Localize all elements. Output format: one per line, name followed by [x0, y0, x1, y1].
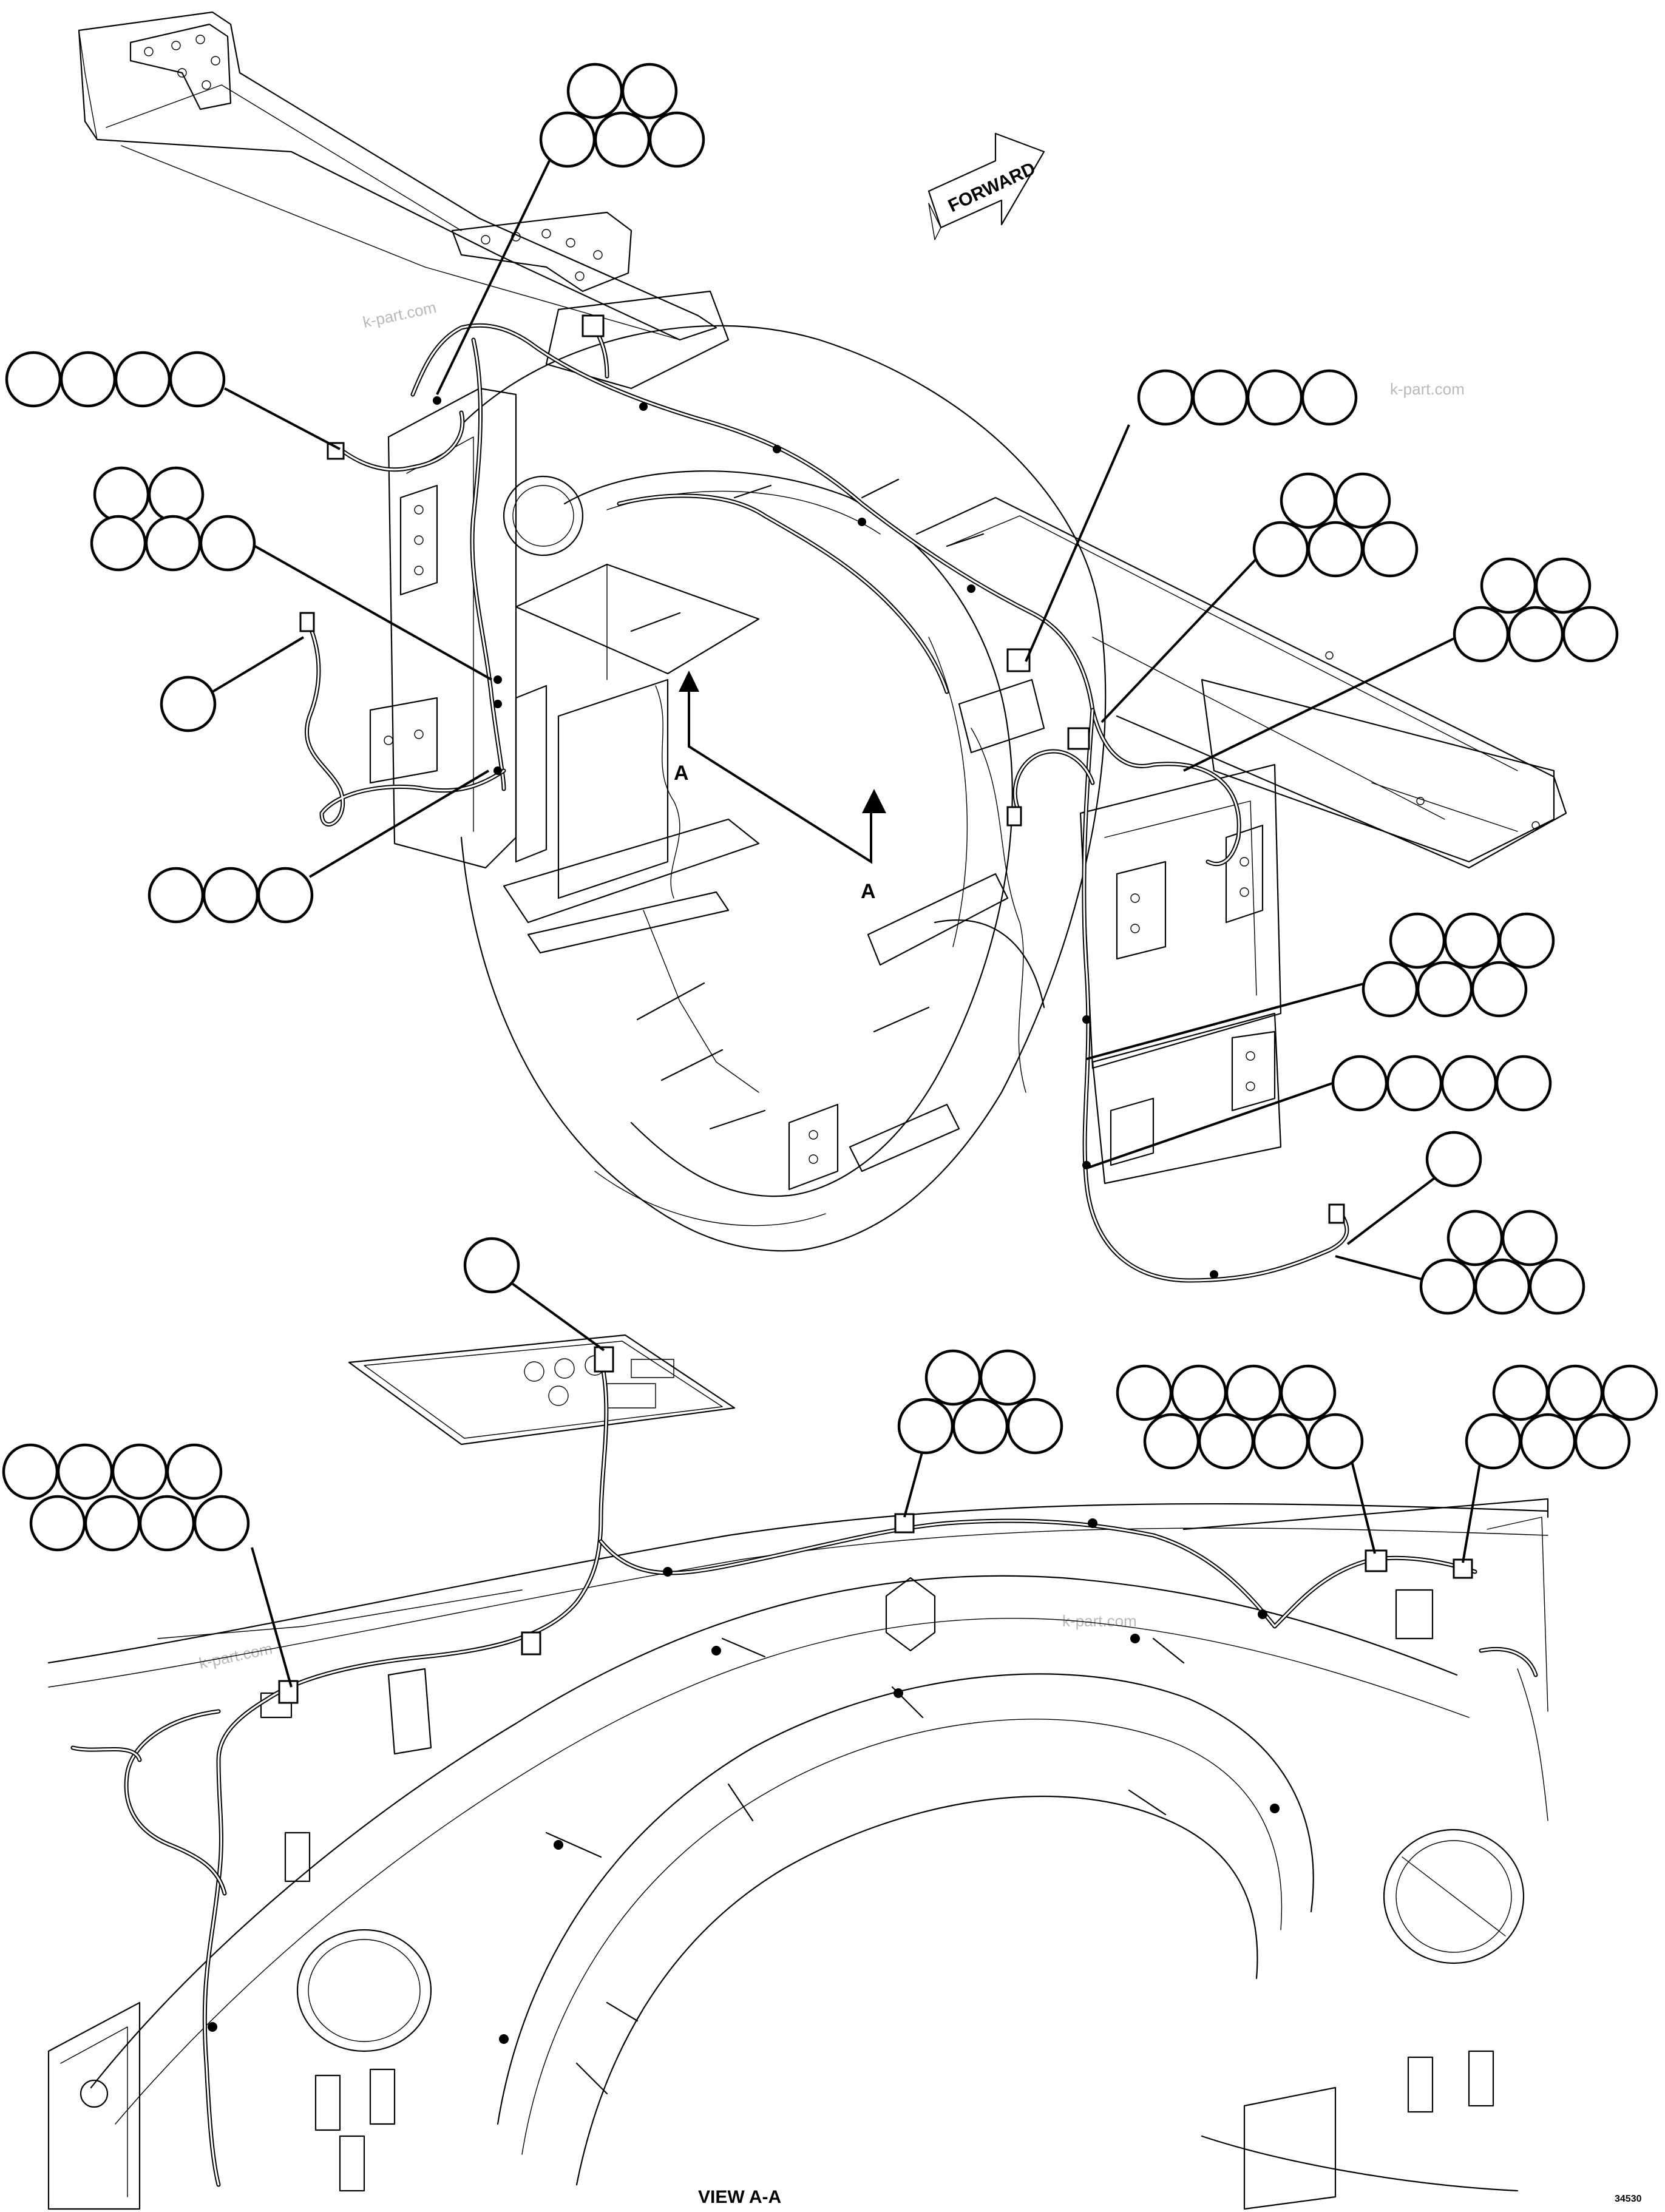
callout-balloon [5, 351, 62, 408]
callout-balloon [1507, 606, 1564, 663]
callout-balloon [160, 675, 217, 732]
drawing-number: 34530 [1615, 2194, 1642, 2204]
callout-balloon [952, 1398, 1009, 1455]
section-letter-a-right: A [861, 880, 876, 903]
callout-balloon [1307, 1413, 1364, 1470]
callout-balloon [1225, 1364, 1282, 1421]
callout-balloon [1471, 961, 1528, 1018]
callout-balloon [1198, 1413, 1255, 1470]
callout-balloon [1601, 1364, 1658, 1421]
callout-balloon [1246, 369, 1303, 426]
callout-balloon [1386, 1055, 1443, 1112]
callout-balloon [56, 1443, 114, 1500]
callout-balloon [144, 515, 202, 572]
callout-balloon [114, 351, 171, 408]
callout-balloon [1006, 1398, 1063, 1455]
callout-balloon [1574, 1413, 1631, 1470]
callout-balloon [1116, 1364, 1173, 1421]
watermark: k-part.com [1390, 380, 1465, 398]
section-letter-a-left: A [674, 762, 689, 785]
callout-balloon [1331, 1055, 1388, 1112]
callout-balloon [1492, 1364, 1549, 1421]
callout-balloon [148, 867, 205, 924]
callout-balloon [29, 1495, 86, 1552]
callout-balloon [1252, 1413, 1309, 1470]
callout-balloon [1547, 1364, 1604, 1421]
callout-balloon [1534, 557, 1592, 614]
callout-balloon [59, 351, 117, 408]
callout-balloon [1252, 521, 1309, 578]
callout-balloon [1453, 606, 1510, 663]
callout-balloon [1137, 369, 1194, 426]
callout-balloon [193, 1495, 250, 1552]
callout-balloon [539, 111, 596, 168]
callout-balloon [463, 1237, 520, 1294]
callout-balloon [1416, 961, 1473, 1018]
callout-balloon [621, 63, 678, 120]
callout-balloon [90, 515, 147, 572]
callout-balloon [1362, 521, 1419, 578]
callout-balloon [1301, 369, 1358, 426]
callout-balloon [979, 1349, 1036, 1406]
callout-balloon [166, 1443, 223, 1500]
callout-balloon [1443, 912, 1501, 969]
callout-balloon [594, 111, 651, 168]
callout-balloon [138, 1495, 195, 1552]
callout-balloon [1280, 472, 1337, 529]
callout-balloon [1446, 1209, 1504, 1267]
callout-balloons-upper [5, 63, 1619, 1315]
callout-balloon [1307, 521, 1364, 578]
callout-balloons-lower [2, 1237, 1658, 1688]
callout-balloon [1474, 1258, 1531, 1315]
callout-balloon [257, 867, 314, 924]
callout-balloon [566, 63, 623, 120]
callout-balloon [1389, 912, 1446, 969]
callout-balloon [202, 867, 259, 924]
callout-balloon [111, 1443, 168, 1500]
callout-balloon [1362, 961, 1419, 1018]
callout-balloon [1495, 1055, 1552, 1112]
callout-balloon [1519, 1413, 1576, 1470]
lower-harness-routing [70, 1346, 1538, 2187]
callout-balloon [1480, 557, 1537, 614]
upper-harness-routing [299, 314, 1349, 1283]
callout-balloon [1440, 1055, 1497, 1112]
callout-balloon [1498, 912, 1555, 969]
callout-balloon [1465, 1413, 1522, 1470]
callout-balloon [1192, 369, 1249, 426]
callout-balloon [1170, 1364, 1227, 1421]
callout-balloon [1425, 1131, 1482, 1188]
view-label: VIEW A-A [698, 2187, 781, 2207]
callout-balloon [1143, 1413, 1200, 1470]
callout-balloon [84, 1495, 141, 1552]
callout-balloon [169, 351, 226, 408]
callout-balloon [2, 1443, 59, 1500]
callout-balloon [199, 515, 256, 572]
callout-balloon [93, 466, 150, 523]
forward-label: FORWARD [945, 158, 1039, 216]
callout-balloon [1334, 472, 1391, 529]
callout-balloon [648, 111, 705, 168]
callout-balloon [1280, 1364, 1337, 1421]
callout-balloon [1528, 1258, 1585, 1315]
callout-balloon [924, 1349, 982, 1406]
forward-arrow-icon: FORWARD [927, 132, 1045, 240]
lower-view-drawing [47, 1334, 1549, 2210]
callout-balloon [1419, 1258, 1476, 1315]
callout-balloon [897, 1398, 954, 1455]
section-arrows: A A [674, 671, 886, 903]
callout-balloon [148, 466, 205, 523]
callout-balloon [1501, 1209, 1558, 1267]
watermark: k-part.com [361, 298, 438, 331]
callout-balloon [1562, 606, 1619, 663]
